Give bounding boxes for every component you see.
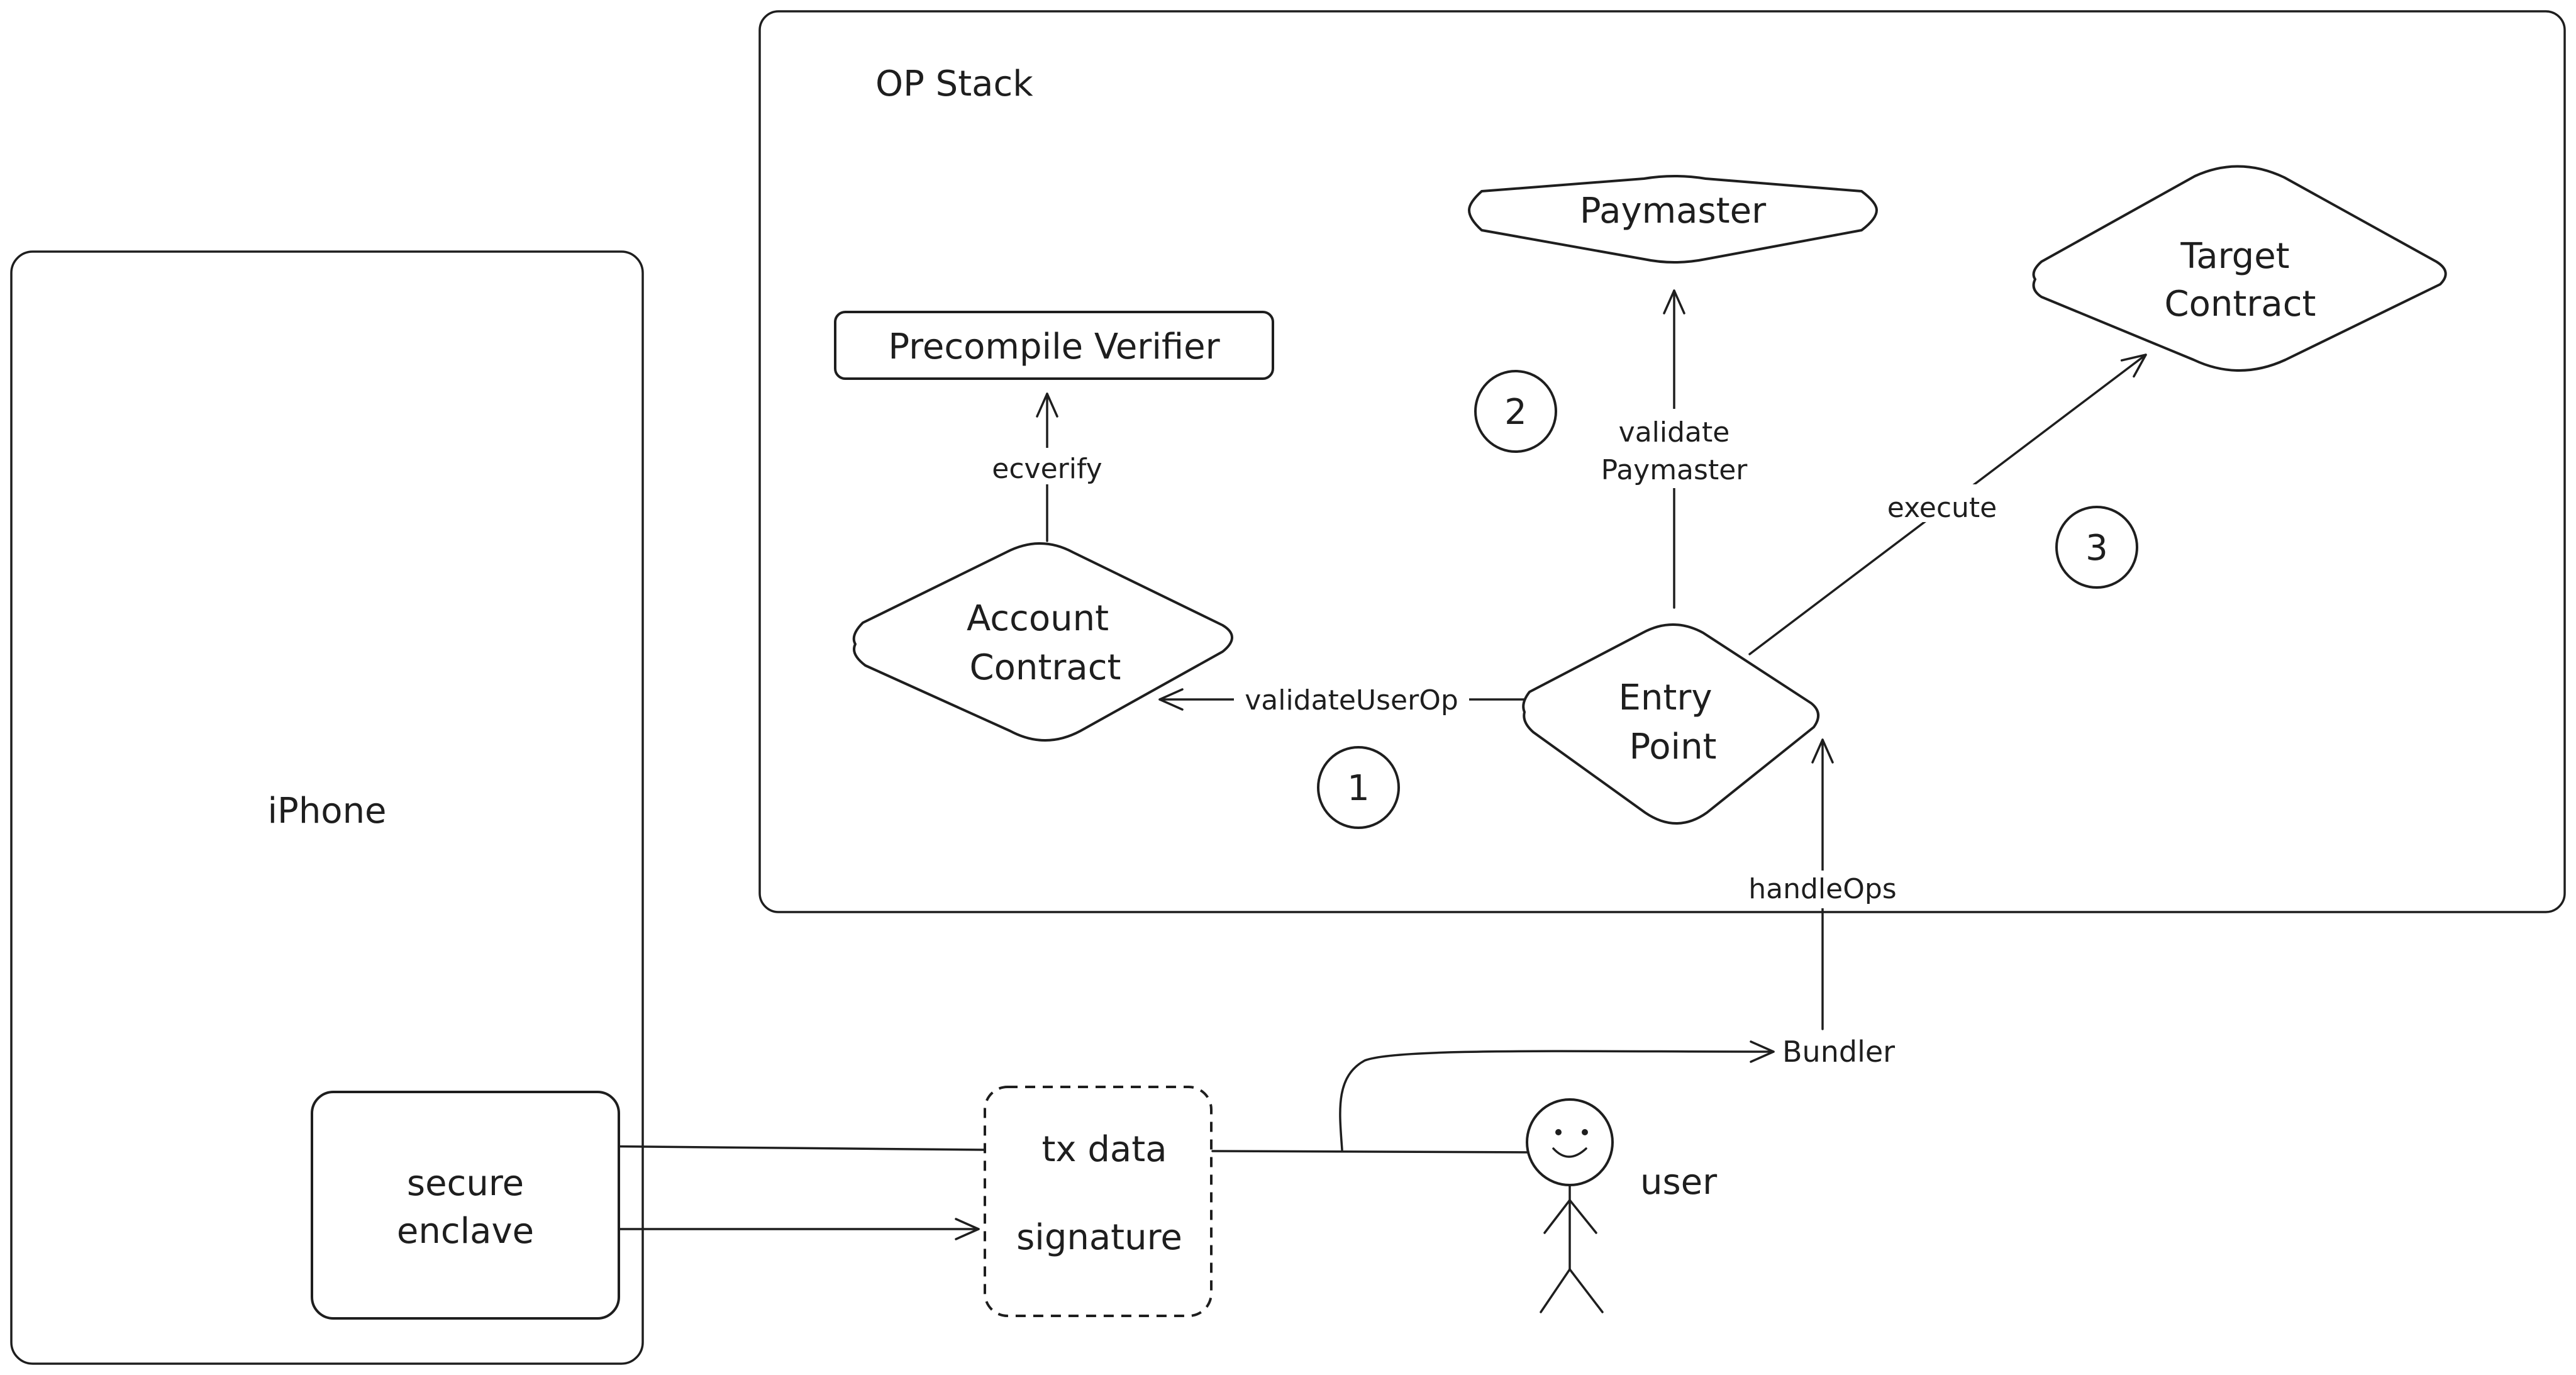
edge-to-bundler [1339,1040,1775,1151]
validate-user-op-label: validateUserOp [1245,684,1458,716]
user-eye-right-icon [1582,1129,1588,1135]
edge-validate-user-op: validateUserOp [1158,681,1526,718]
tx-data-box: tx data signature [984,1086,1213,1317]
validate-paymaster-label-line2: Paymaster [1601,454,1748,486]
user-eye-left-icon [1555,1129,1562,1135]
entry-point-node: Entry Point [1522,623,1819,825]
user-smile-icon [1552,1147,1587,1158]
secure-enclave-label-line1: secure [407,1163,524,1204]
step-2-label: 2 [1504,392,1527,433]
target-contract-node: Target Contract [2032,165,2447,372]
step-circle-2: 2 [1474,370,1557,453]
ecverify-label: ecverify [992,453,1102,485]
step-circle-3: 3 [2055,506,2138,589]
user-figure: user [1526,1098,1718,1313]
iphone-frame: iPhone [10,250,644,1365]
target-contract-label-line2: Contract [2165,284,2316,325]
edge-tx-to-enclave [575,1135,986,1158]
precompile-verifier-label: Precompile Verifier [888,326,1220,367]
execute-label: execute [1887,492,1997,524]
user-label: user [1640,1162,1718,1203]
paymaster-label: Paymaster [1580,191,1767,231]
validate-paymaster-label-line1: validate [1619,416,1730,448]
account-contract-node: Account Contract [852,542,1233,742]
account-contract-label-line2: Contract [970,647,1121,688]
secure-enclave-node: secure enclave [311,1091,620,1320]
precompile-verifier-node: Precompile Verifier [834,311,1274,380]
tx-data-label: tx data [1041,1129,1167,1170]
op-stack-frame: OP Stack [758,10,2566,913]
target-contract-label-line1: Target [2180,236,2289,277]
edge-handle-ops: handleOps [1742,738,1903,1030]
bundler-label: Bundler [1782,1035,1895,1069]
account-contract-label-line1: Account [967,598,1109,639]
step-1-label: 1 [1347,768,1370,809]
secure-enclave-label-line2: enclave [397,1211,534,1252]
edge-ecverify: ecverify [981,392,1113,542]
edge-validate-paymaster: validate Paymaster [1597,289,1751,609]
signature-label: signature [1016,1217,1182,1258]
handle-ops-label: handleOps [1748,873,1896,905]
entry-point-label-line1: Entry [1619,677,1713,718]
step-circle-1: 1 [1317,746,1400,829]
op-stack-label: OP Stack [875,64,1033,104]
step-3-label: 3 [2085,528,2108,569]
bundler-node: Bundler [1782,1035,1895,1069]
edge-execute: execute [1748,353,2147,655]
edge-user-to-tx [1211,1150,1531,1154]
paymaster-node: Paymaster [1468,175,1878,264]
iphone-label: iPhone [267,791,386,832]
entry-point-label-line2: Point [1629,726,1716,767]
